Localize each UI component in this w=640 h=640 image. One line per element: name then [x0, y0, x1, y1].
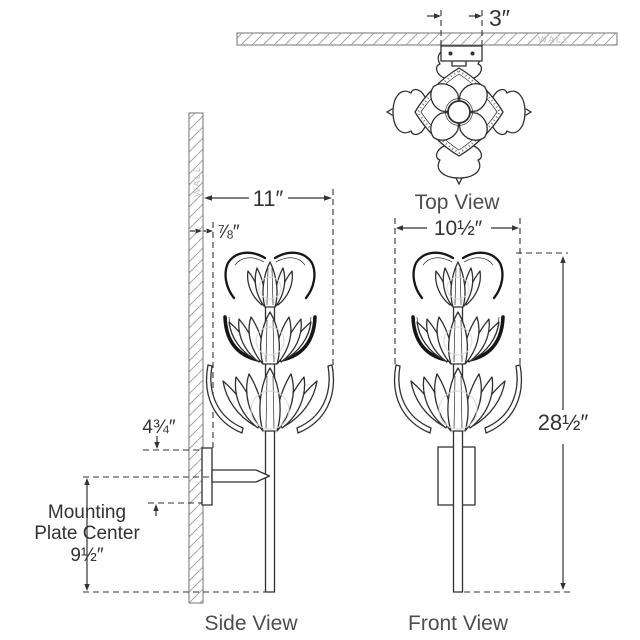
dim-height-value: 28½″ [538, 410, 589, 435]
mounting-arm-side [211, 469, 271, 483]
screw-left-icon [448, 51, 453, 56]
dim-width-value: 10½″ [434, 217, 483, 240]
mounting-plate-center-label-line2: Plate Center [34, 523, 140, 544]
dimension-width: 10½″ [394, 217, 521, 365]
sconce-front-drawing [392, 250, 524, 594]
wall-label-side: WALL [192, 165, 203, 197]
sconce-top-drawing [385, 45, 533, 186]
wall-section-side [188, 112, 204, 604]
dim-projection-value: 11″ [253, 186, 284, 211]
mounting-plate-center-label-line1: Mounting [48, 502, 126, 523]
wall-label-top: WALL [538, 35, 570, 46]
dimension-projection: 11″ [204, 186, 334, 372]
dim-plate-width-value: 3″ [489, 5, 510, 31]
side-view-label: Side View [204, 612, 298, 635]
dimension-height: 28½″ [464, 252, 589, 593]
dimension-plate-height: 4¾″ [142, 417, 203, 516]
top-view: WALL 3″ [236, 5, 618, 214]
front-view-label: Front View [408, 612, 509, 635]
side-view: WALL 11″ ⅞″ 4¾″ [34, 112, 336, 635]
front-view: 10½″ 28½″ Front View [392, 217, 589, 635]
top-view-label: Top View [415, 191, 501, 214]
dimension-plate-width: 3″ [427, 5, 510, 47]
sconce-side-drawing [204, 250, 336, 594]
dimension-backplate-gap: ⅞″ [190, 222, 240, 448]
wall-section-top [236, 32, 618, 46]
dim-plate-center-value: 9½″ [70, 545, 103, 566]
mounting-plate-top [440, 45, 483, 62]
dimension-plate-center: Mounting Plate Center 9½″ [34, 476, 265, 593]
screw-right-icon [470, 51, 475, 56]
dim-plate-height-value: 4¾″ [142, 417, 175, 438]
dim-backplate-gap-value: ⅞″ [217, 222, 240, 243]
